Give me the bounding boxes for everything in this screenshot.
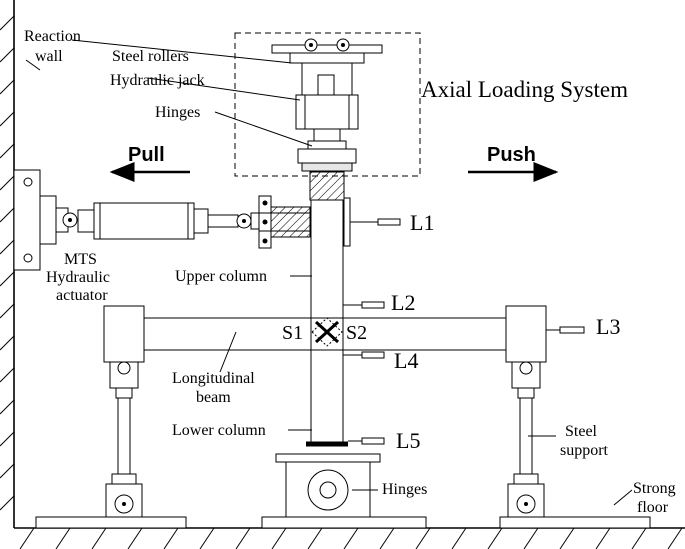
label-steel-rollers: Steel rollers <box>112 48 189 65</box>
strong-floor <box>14 516 685 549</box>
steel-support-left <box>103 305 145 518</box>
label-l4: L4 <box>394 348 418 373</box>
label-steel-support-1: Steel <box>565 423 598 440</box>
label-mts-3: actuator <box>56 287 108 304</box>
label-s2: S2 <box>346 322 367 344</box>
label-reaction-wall-1: Reaction <box>24 28 81 45</box>
label-push: Push <box>487 144 536 166</box>
label-steel-support-2: support <box>560 442 609 459</box>
label-longitudinal-1: Longitudinal <box>172 370 255 387</box>
label-hydraulic-jack: Hydraulic jack <box>110 72 205 89</box>
lvdt-sensors <box>343 218 585 445</box>
label-l1: L1 <box>410 210 434 235</box>
longitudinal-beam <box>140 317 510 351</box>
leader-lines <box>25 39 633 506</box>
label-mts-2: Hydraulic <box>46 269 110 286</box>
mts-actuator <box>13 169 260 271</box>
axial-loading-system <box>234 32 421 177</box>
label-l5: L5 <box>396 428 420 453</box>
label-pull: Pull <box>128 144 165 166</box>
label-strong-floor-2: floor <box>637 499 669 516</box>
test-column <box>306 171 350 447</box>
cross-marker <box>311 317 343 347</box>
label-mts-1: MTS <box>64 251 97 268</box>
steel-support-right <box>505 305 547 518</box>
label-reaction-wall-2: wall <box>35 48 63 65</box>
label-upper-column: Upper column <box>175 268 267 285</box>
loading-block <box>258 195 351 249</box>
label-strong-floor-1: Strong <box>633 480 676 497</box>
label-l3: L3 <box>596 314 620 339</box>
label-hinges-top: Hinges <box>155 104 200 121</box>
label-longitudinal-2: beam <box>196 389 231 406</box>
label-lower-column: Lower column <box>172 422 266 439</box>
label-hinges-bottom: Hinges <box>382 481 427 498</box>
bottom-hinge-support <box>275 453 381 518</box>
label-axial-loading-system: Axial Loading System <box>421 77 628 102</box>
label-s1: S1 <box>282 322 303 344</box>
label-l2: L2 <box>391 290 415 315</box>
reaction-wall <box>0 0 15 528</box>
